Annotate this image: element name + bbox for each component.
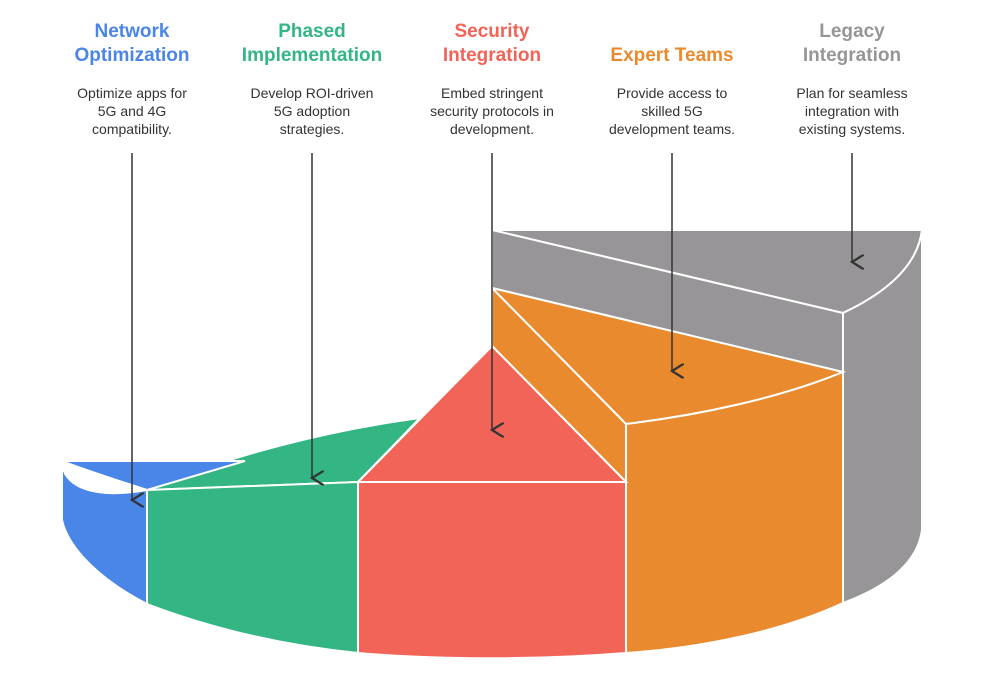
legacy-description: Plan for seamless integration with exist… — [796, 85, 908, 137]
network-column: Network Optimization Optimize apps for 5… — [37, 20, 227, 138]
legacy-segment — [491, 228, 924, 605]
phased-segment — [146, 416, 423, 655]
expert-segment-side — [625, 370, 844, 655]
network-segment — [61, 460, 246, 606]
legacy-title: Legacy Integration — [802, 21, 902, 66]
security-column: Security Integration Embed stringent sec… — [397, 20, 587, 138]
phased-title: Phased Implementation — [241, 21, 383, 66]
expert-description: Provide access to skilled 5G development… — [608, 85, 736, 137]
network-description: Optimize apps for 5G and 4G compatibilit… — [77, 85, 187, 137]
expert-title: Expert Teams — [610, 45, 734, 66]
expert-column: Expert Teams Provide access to skilled 5… — [577, 20, 767, 138]
legacy-column: Legacy Integration Plan for seamless int… — [757, 20, 947, 138]
legacy-segment-side — [842, 229, 923, 605]
phased-description: Develop ROI-driven 5G adoption strategie… — [250, 85, 374, 137]
network-title: Network Optimization — [74, 21, 190, 66]
security-segment-side — [357, 481, 627, 660]
expert-segment — [488, 285, 847, 655]
security-title: Security Integration — [442, 21, 542, 66]
phased-column: Phased Implementation Develop ROI-driven… — [217, 20, 407, 138]
network-segment-rim — [61, 460, 148, 606]
phased-segment-side — [146, 480, 359, 655]
security-description: Embed stringent security protocols in de… — [430, 85, 554, 137]
